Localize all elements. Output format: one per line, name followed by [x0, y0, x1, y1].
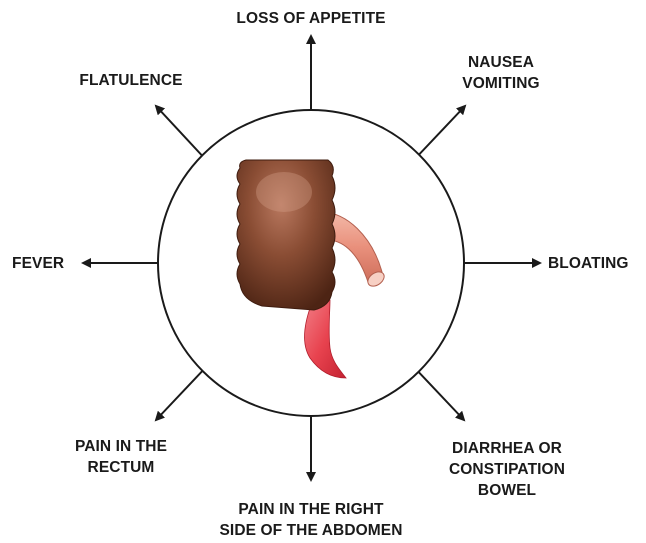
arrow-top-left: [156, 106, 208, 162]
symptom-label-bottom-left: PAIN IN THE RECTUM: [56, 436, 186, 478]
symptom-text: FLATULENCE: [56, 70, 206, 91]
symptom-text: LOSS OF APPETITE: [206, 8, 416, 29]
symptom-label-top-right: NAUSEA VOMITING: [436, 52, 566, 94]
arrow-bottom-right: [412, 365, 464, 420]
symptom-label-top: LOSS OF APPETITE: [206, 8, 416, 29]
symptom-label-bottom-right: DIARRHEA OR CONSTIPATION BOWEL: [432, 438, 582, 501]
symptom-text: BLOATING: [548, 253, 643, 274]
symptom-text: PAIN IN THE RIGHT: [196, 499, 426, 520]
symptom-text: NAUSEA: [436, 52, 566, 73]
symptom-text: PAIN IN THE: [56, 436, 186, 457]
symptom-text: BOWEL: [432, 480, 582, 501]
symptom-text: RECTUM: [56, 457, 186, 478]
symptom-text: SIDE OF THE ABDOMEN: [196, 520, 426, 541]
symptom-label-top-left: FLATULENCE: [56, 70, 206, 91]
symptom-text: DIARRHEA OR: [432, 438, 582, 459]
arrow-top-right: [412, 106, 465, 162]
symptom-label-left: FEVER: [12, 253, 82, 274]
symptom-text: FEVER: [12, 253, 82, 274]
colon-illustration: [237, 160, 335, 310]
arrow-bottom-left: [156, 365, 208, 420]
symptom-label-bottom: PAIN IN THE RIGHT SIDE OF THE ABDOMEN: [196, 499, 426, 541]
symptom-label-right: BLOATING: [548, 253, 643, 274]
symptom-text: VOMITING: [436, 73, 566, 94]
symptom-text: CONSTIPATION: [432, 459, 582, 480]
